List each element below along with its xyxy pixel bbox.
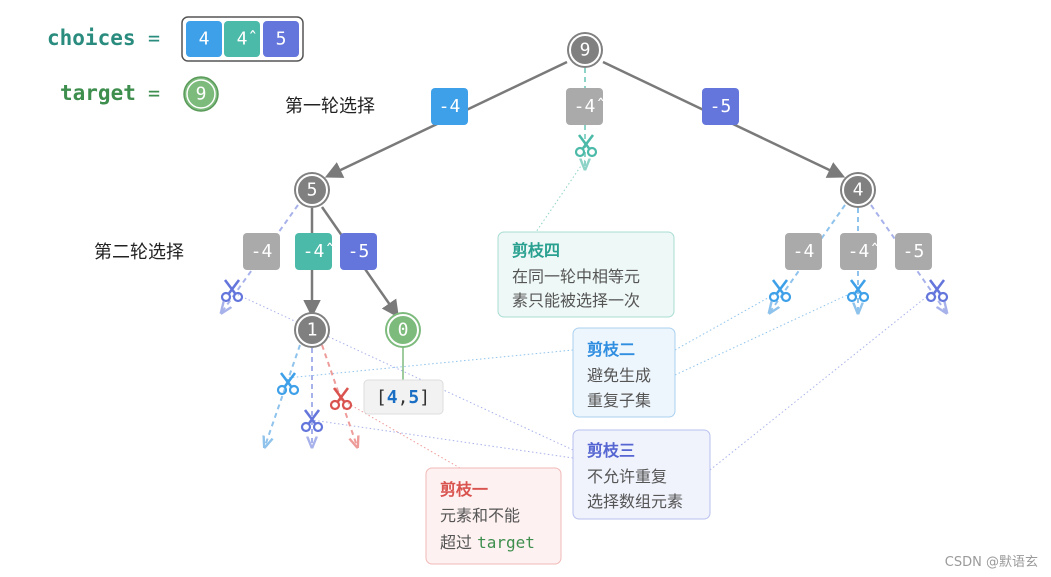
dotted-connectors (231, 159, 936, 471)
round1-chip-minus4 (431, 88, 468, 125)
prune-two-frame (572, 327, 676, 418)
round-one-label: 第一轮选择 (285, 96, 375, 117)
prune-one-line-1: 元素和不能 (440, 506, 520, 525)
choices-label: choices (47, 26, 136, 50)
scissors-icon-5-left (220, 278, 244, 303)
prune-four-box: 剪枝四 在同一轮中相等元 素只能被选择一次 (497, 231, 675, 318)
connector-prune-two-right-a (674, 289, 783, 351)
left-round2-chip-minus5-text: -5 (348, 241, 370, 262)
prune-two-title: 剪枝二 (587, 340, 635, 359)
choice-cell-5-text: 5 (276, 29, 287, 50)
prune-three-box: 剪枝三 不允许重复 选择数组元素 (572, 429, 711, 520)
prune-three-line-1: 不允许重复 (587, 467, 667, 486)
prune-one-box: 剪枝一 元素和不能 超过 target (425, 467, 562, 565)
scissors-icon-1-right (329, 386, 353, 411)
result-frame (363, 379, 444, 415)
round1-chip-minus5-text: -5 (710, 96, 732, 117)
connector-prune-four (535, 159, 586, 233)
right-round2-chip-minus5 (895, 233, 932, 270)
right-round2-chip-minus4 (785, 233, 822, 270)
scissors-icon-1-left (276, 371, 300, 396)
prune-four-line-2: 素只能被选择一次 (512, 291, 640, 310)
prune-two-line-2: 重复子集 (587, 391, 651, 410)
target-label: target (60, 81, 136, 105)
round-two-right-choices: -4 -4̂ -5 (785, 233, 932, 270)
left-round2-chip-minus4 (243, 233, 280, 270)
result-open: [ (376, 387, 387, 408)
node-4 (840, 172, 876, 208)
prune-two-box: 剪枝二 避免生成 重复子集 (572, 327, 676, 418)
node-4-ring (842, 174, 874, 206)
left-round2-chip-minus4-text: -4 (251, 241, 273, 262)
prune-three-title: 剪枝三 (587, 441, 635, 460)
prune-one-title: 剪枝一 (440, 480, 488, 499)
left-round2-chip-minus4hat (295, 233, 332, 270)
result-box: [4,5] (363, 379, 444, 415)
target-node-text: 9 (196, 84, 207, 105)
prune-four-title: 剪枝四 (512, 241, 560, 260)
prune-three-frame (572, 429, 711, 520)
node-0-ring (387, 314, 419, 346)
connector-prune-two-right-b (674, 289, 859, 376)
target-equals: = (148, 81, 160, 105)
prune-one-line-2: 超过 target (440, 533, 535, 552)
result-text: [4,5] (376, 387, 430, 408)
result-close: ] (419, 387, 430, 408)
node-1-ring (296, 314, 328, 346)
round-two-left-choices: -4 -4̂ -5 (243, 233, 377, 270)
connector-prune-three-b (311, 419, 574, 459)
node-5 (294, 172, 330, 208)
round1-chip-minus5 (702, 88, 739, 125)
connector-prune-two-left (286, 349, 574, 379)
node-5-ring (296, 174, 328, 206)
connector-prune-three-c (709, 289, 936, 471)
watermark: CSDN @默语玄 (945, 554, 1038, 570)
header: choices = 4 4̂ 5 target = 9 (47, 16, 304, 112)
choice-cell-4-text: 4 (199, 29, 210, 50)
connector-prune-three-a (231, 291, 574, 451)
connector-prune-one (341, 399, 461, 469)
right-round2-chip-minus5-text: -5 (903, 241, 925, 262)
prune-one-code: target (477, 533, 535, 552)
choice-cell-4 (186, 21, 222, 57)
prune-three-line-2: 选择数组元素 (587, 492, 683, 511)
node-1 (294, 312, 330, 348)
left-round2-chip-minus5 (340, 233, 377, 270)
node-1-text: 1 (307, 320, 318, 341)
round1-chip-minus4hat (566, 88, 603, 125)
right-round2-chip-minus4-text: -4 (793, 241, 815, 262)
root-node (567, 32, 603, 68)
result-comma: , (398, 387, 409, 408)
round-two-label: 第二轮选择 (94, 242, 184, 263)
result-b: 5 (408, 387, 419, 408)
prune-one-frame (425, 467, 562, 565)
choice-cell-4hat (224, 21, 260, 57)
prune-two-line-1: 避免生成 (587, 366, 651, 385)
node-5-text: 5 (307, 180, 318, 201)
root-node-ring (569, 34, 601, 66)
node-0 (385, 312, 421, 348)
prune-four-frame (497, 231, 675, 318)
target-node (183, 76, 219, 112)
choices-equals: = (148, 26, 160, 50)
choice-cell-5 (263, 21, 299, 57)
result-a: 4 (387, 387, 398, 408)
right-round2-chip-minus4hat (840, 233, 877, 270)
node-4-text: 4 (853, 180, 864, 201)
tree-nodes: 9 5 4 1 0 (294, 32, 876, 348)
round-one-choices: -4 -4̂ -5 (431, 88, 739, 125)
scissors-icon-4-left (768, 278, 792, 303)
round1-chip-minus4-text: -4 (439, 96, 461, 117)
pruned-1-left (265, 344, 301, 446)
root-node-text: 9 (580, 40, 591, 61)
node-0-text: 0 (398, 320, 409, 341)
target-node-ring (186, 79, 216, 109)
prune-one-line-2-text: 超过 (440, 533, 477, 552)
prune-four-line-1: 在同一轮中相等元 (512, 267, 640, 286)
